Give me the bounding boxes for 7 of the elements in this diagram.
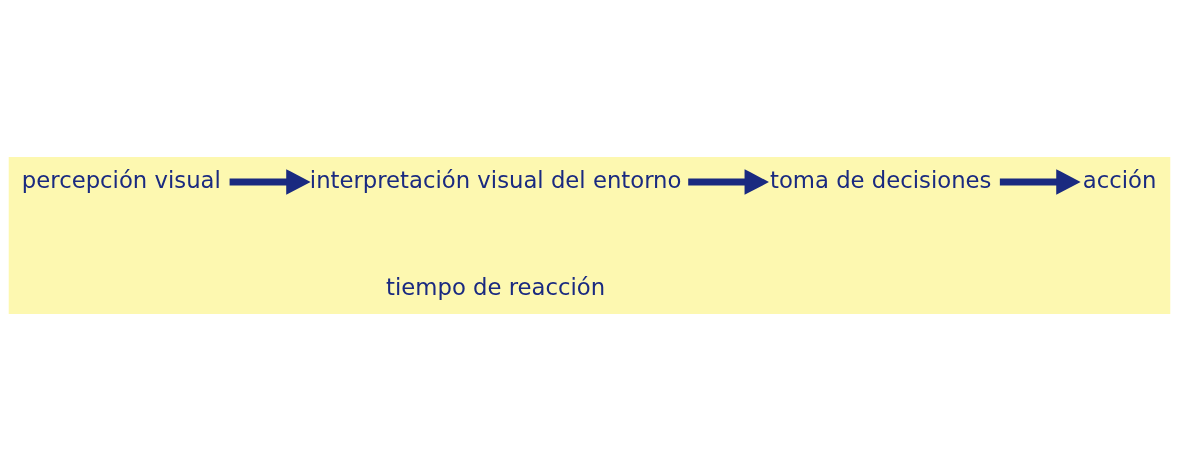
label: tiempo de reacción	[386, 273, 606, 300]
arrow	[229, 169, 311, 195]
node-text: interpretación visual del entorno	[309, 166, 682, 193]
node-text: toma de decisiones	[770, 166, 992, 193]
arrow	[999, 169, 1081, 195]
node-text: percepción visual	[21, 166, 221, 193]
node-text: acción	[1082, 166, 1157, 193]
